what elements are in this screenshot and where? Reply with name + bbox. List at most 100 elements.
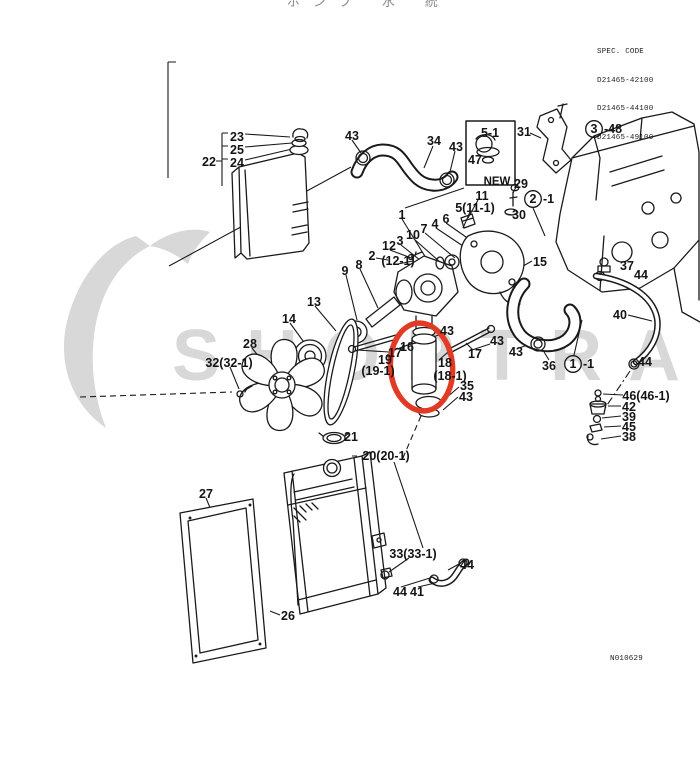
part-label-43: 43 [440, 324, 454, 338]
part-number: 3 [397, 234, 404, 248]
part-label-31: 31 [517, 125, 531, 139]
part-label-29: 29 [514, 177, 528, 191]
part-label-NEW: NEW [484, 176, 511, 188]
part-label-17: 17 [388, 346, 402, 360]
part-label-(18-1): (18-1) [433, 369, 466, 383]
part-label-20(20-1): 20(20-1) [362, 449, 409, 463]
part-number: 43 [509, 345, 523, 359]
part-label-46(46-1): 46(46-1) [622, 389, 669, 403]
part-number: 43 [490, 334, 504, 348]
part-label-32(32-1): 32(32-1) [205, 356, 252, 370]
reserve-tank [231, 128, 310, 260]
part-label-13: 13 [307, 295, 321, 309]
part-number: 33(33-1) [389, 547, 436, 561]
circled-number: 3 [591, 122, 598, 136]
part-label-10: 10 [406, 228, 420, 242]
part-number: 35 [460, 379, 474, 393]
part-label-8: 8 [356, 258, 363, 272]
fan-bolt-32 [236, 385, 253, 398]
part-number: 18 [438, 356, 452, 370]
drain-group [586, 257, 661, 446]
part-number: 47 [468, 153, 482, 167]
part-label-35: 35 [460, 379, 474, 393]
circled-number-ring [585, 120, 603, 138]
part-number: 36 [542, 359, 556, 373]
engine-block [536, 103, 700, 323]
part-number: 37 [620, 259, 634, 273]
part-number: 11 [475, 189, 488, 203]
part-label-25: 25 [230, 143, 244, 157]
part-number: 21 [344, 430, 358, 444]
part-label-6: 6 [443, 212, 450, 226]
part-label-4: 4 [432, 217, 439, 231]
part-label-21: 21 [344, 430, 358, 444]
part-label-17: 17 [468, 347, 482, 361]
part-number: 43 [459, 390, 473, 404]
part-label-43: 43 [449, 140, 463, 154]
part-number: 42 [622, 400, 636, 414]
part-label-18: 18 [438, 356, 452, 370]
circled-number-suffix: -48 [604, 122, 622, 136]
part-number: 1 [399, 208, 406, 222]
joint-bolt-29-30 [504, 183, 520, 216]
part-label-30: 30 [512, 208, 526, 222]
part-number: 38 [622, 430, 636, 444]
part-label-1: 1 [399, 208, 406, 222]
part-number: 20(20-1) [362, 449, 409, 463]
part-label-(12-1): (12-1) [381, 254, 414, 268]
part-label-15: 15 [533, 255, 547, 269]
part-label-5(11-1): 5(11-1) [455, 201, 495, 215]
part-number: 19 [378, 353, 392, 367]
part-number: 22 [202, 155, 216, 169]
part-label-38: 38 [622, 430, 636, 444]
clipped-top-caption: ポンプ 水 統 [287, 0, 567, 7]
circled-number: 2 [530, 192, 537, 206]
lower-pipe-group [380, 558, 470, 587]
part-label-7: 7 [421, 222, 428, 236]
part-number: 7 [421, 222, 428, 236]
part-number: 40 [613, 308, 627, 322]
part-number: 31 [517, 125, 531, 139]
spec-code-title: SPEC. CODE [597, 48, 645, 56]
part-number: 4 [432, 217, 439, 231]
part-label-37: 37 [620, 259, 634, 273]
part-number: 14 [282, 312, 296, 326]
part-number: 34 [427, 134, 441, 148]
watermark-swoosh-icon [63, 236, 150, 428]
part-number: 44 [634, 268, 648, 282]
part-number: (12-1) [381, 254, 414, 268]
part-label-44: 44 [638, 355, 652, 369]
part-label-44: 44 [634, 268, 648, 282]
part-label-43: 43 [490, 334, 504, 348]
part-number: 16 [400, 340, 414, 354]
part-number: NEW [484, 176, 511, 188]
part-number: 24 [230, 156, 244, 170]
part-label-28: 28 [243, 337, 257, 351]
spec-code-line: D21465-44100 [597, 105, 654, 113]
fan-belt [323, 318, 359, 426]
part-label-19: 19 [378, 353, 392, 367]
part-number: 39 [622, 410, 636, 424]
dust-screen [179, 498, 267, 664]
part-label-43: 43 [509, 345, 523, 359]
circled-number-ring [524, 190, 542, 208]
part-label-5-1: 5-1 [481, 126, 499, 140]
circled-number-suffix: -1 [543, 192, 554, 206]
part-label-43: 43 [459, 390, 473, 404]
part-number: 28 [243, 337, 257, 351]
water-flange-housing [459, 213, 525, 306]
part-number: 13 [307, 295, 321, 309]
radiator [283, 431, 387, 615]
part-label-23: 23 [230, 130, 244, 144]
part-label-44: 44 [393, 585, 407, 599]
part-number: (18-1) [433, 369, 466, 383]
circled-number-ring [564, 355, 582, 373]
part-label-34: 34 [427, 134, 441, 148]
part-number: 44 [460, 558, 474, 572]
part-number: 43 [440, 324, 454, 338]
part-label-2: 2 [369, 249, 376, 263]
part-label-16: 16 [400, 340, 414, 354]
cooling-fan [239, 338, 325, 432]
part-label-43: 43 [345, 129, 359, 143]
